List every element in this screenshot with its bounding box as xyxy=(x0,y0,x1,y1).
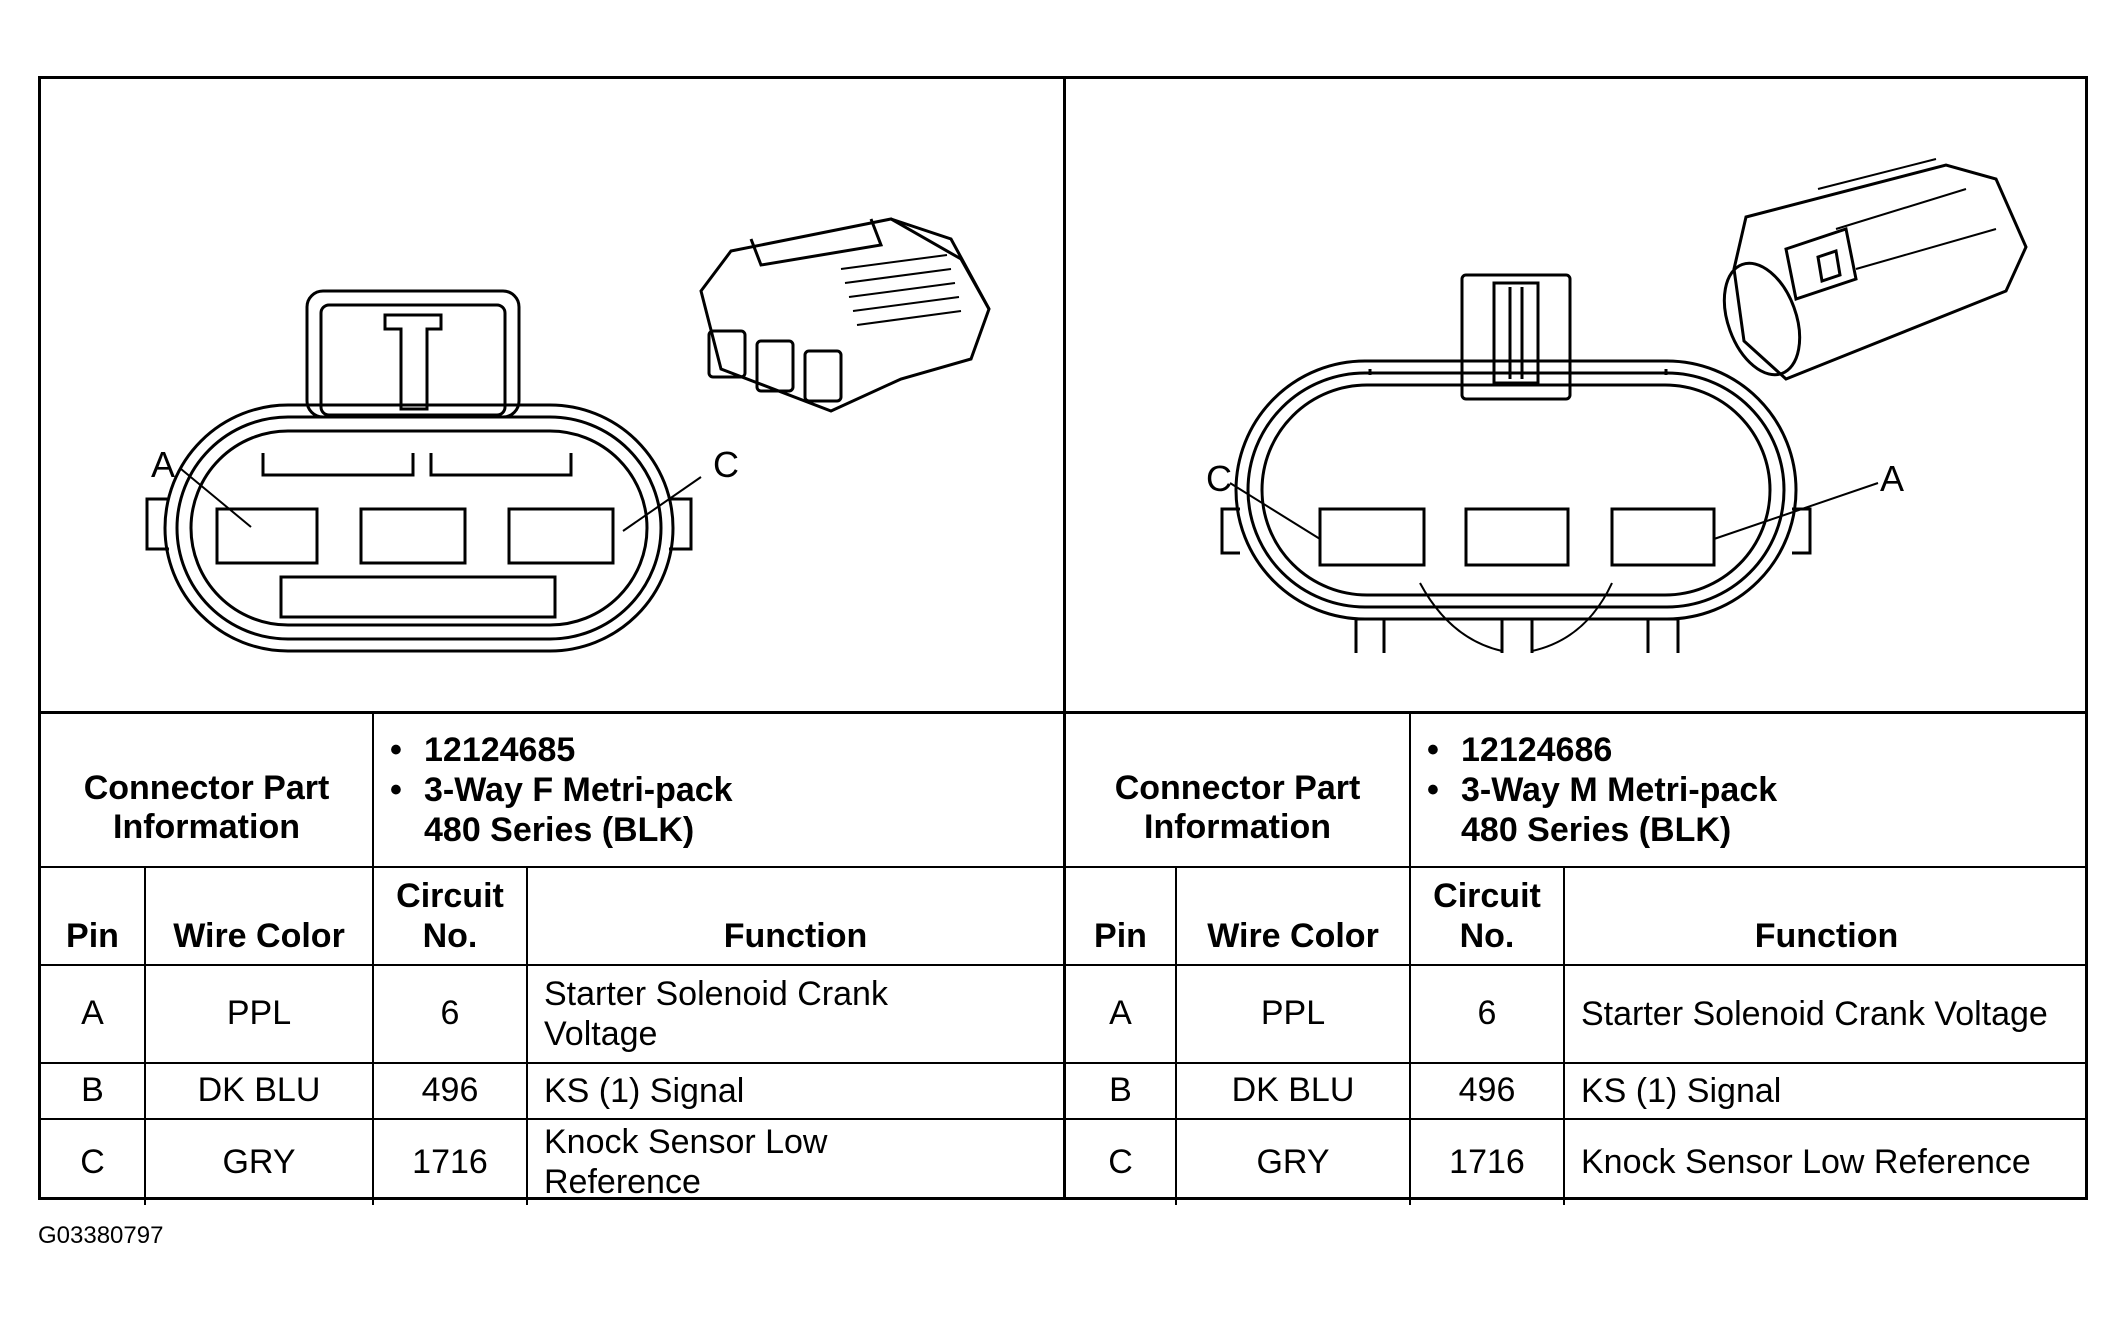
cavity-b xyxy=(1464,507,1570,567)
male-connector-face-drawing: C A xyxy=(1206,158,2028,653)
connector-inner-shell xyxy=(1260,383,1772,597)
connector-info-row: Connector Part Information • 12124686 • 3-… xyxy=(1066,711,2088,868)
wire-color-cell: GRY xyxy=(144,1117,374,1205)
wire-color-cell: PPL xyxy=(144,963,374,1064)
female-connector-face-drawing: A C xyxy=(145,217,991,653)
part-number: 12124686 xyxy=(1461,730,1613,769)
circuit-cell: 496 xyxy=(1409,1061,1565,1120)
cavity-c xyxy=(1318,507,1426,567)
top-keyway-right xyxy=(429,453,573,477)
part-description-line2: 480 Series (BLK) xyxy=(424,810,695,849)
header-pin: Pin xyxy=(41,865,146,966)
callout-leader-c xyxy=(622,476,702,532)
circuit-cell: 496 xyxy=(372,1061,528,1120)
table-row: B DK BLU 496 KS (1) Signal xyxy=(41,1061,1063,1120)
latch-tab xyxy=(1460,273,1572,401)
header-pin: Pin xyxy=(1066,865,1177,966)
bottom-key-2 xyxy=(1500,617,1534,653)
circuit-cell: 6 xyxy=(372,963,528,1064)
circuit-cell: 6 xyxy=(1409,963,1565,1064)
wire-color-cell: GRY xyxy=(1175,1117,1411,1205)
callout-label-c: C xyxy=(1206,458,1232,499)
male-connector-pin-table: Connector Part Information • 12124686 • 3-… xyxy=(1066,711,2088,1205)
function-cell: Starter Solenoid Crank Voltage xyxy=(1563,963,2088,1064)
table-row: A PPL 6 Starter Solenoid Crank Voltage xyxy=(1066,963,2088,1064)
latch-tab xyxy=(305,289,521,419)
male-connector-iso-icon xyxy=(1722,158,2028,381)
callout-label-c: C xyxy=(713,444,739,485)
pin-cell: C xyxy=(1066,1117,1177,1205)
header-function: Function xyxy=(526,865,1063,966)
callout-leader-a xyxy=(180,468,252,528)
connector-info-label-cell: Connector Part Information xyxy=(41,711,374,868)
connector-figure-frame: A C Connector Part Information xyxy=(38,76,2088,1205)
wire-color-cell: PPL xyxy=(1175,963,1411,1064)
bullet-icon: • xyxy=(1427,770,1439,809)
header-wire-color: Wire Color xyxy=(144,865,374,966)
function-cell: KS (1) Signal xyxy=(526,1061,1063,1120)
pin-cell: B xyxy=(41,1061,146,1120)
pin-cell: B xyxy=(1066,1061,1177,1120)
circuit-cell: 1716 xyxy=(1409,1117,1565,1205)
left-ear xyxy=(145,497,169,551)
bottom-key-3 xyxy=(1646,617,1680,653)
callout-label-a: A xyxy=(151,444,175,485)
callout-leader-a xyxy=(1713,482,1879,540)
table-row: C GRY 1716 Knock Sensor Low Reference xyxy=(1066,1117,2088,1205)
connector-info-label: Connector Part Information xyxy=(83,768,330,846)
part-number: 12124685 xyxy=(424,730,576,769)
top-keyway-left xyxy=(261,453,415,477)
cavity-a xyxy=(215,507,319,565)
connector-info-label-cell: Connector Part Information xyxy=(1066,711,1411,868)
part-description-line2: 480 Series (BLK) xyxy=(1461,810,1732,849)
cavity-b xyxy=(359,507,467,565)
pin-cell: C xyxy=(41,1117,146,1205)
bottom-key-1 xyxy=(1354,617,1386,653)
cavity-a xyxy=(1610,507,1716,567)
connector-info-label: Connector Part Information xyxy=(1114,768,1361,846)
right-ear xyxy=(669,497,693,551)
table-row: B DK BLU 496 KS (1) Signal xyxy=(1066,1061,2088,1120)
bullet-icon: • xyxy=(1427,730,1439,769)
function-cell: KS (1) Signal xyxy=(1563,1061,2088,1120)
bullet-icon: • xyxy=(390,770,402,809)
bullet-icon: • xyxy=(390,730,402,769)
function-cell: Knock Sensor Low Reference xyxy=(1563,1117,2088,1205)
latch-t-slot xyxy=(383,313,443,411)
header-function: Function xyxy=(1563,865,2088,966)
female-connector-panel: A C Connector Part Information xyxy=(41,79,1063,1205)
female-connector-iso-icon xyxy=(699,217,991,413)
callout-label-a: A xyxy=(1880,458,1904,499)
part-description-line1: 3-Way M Metri-pack xyxy=(1461,770,1778,809)
connector-inner-shell xyxy=(189,429,649,627)
pin-cell: A xyxy=(1066,963,1177,1064)
pin-cell: A xyxy=(41,963,146,1064)
connector-outer-shell xyxy=(163,403,675,653)
part-description-line1: 3-Way F Metri-pack xyxy=(424,770,733,809)
wire-color-cell: DK BLU xyxy=(144,1061,374,1120)
connector-info-row: Connector Part Information • 12124685 • 3-… xyxy=(41,711,1063,868)
wire-color-cell: DK BLU xyxy=(1175,1061,1411,1120)
callout-leader-c xyxy=(1229,482,1321,540)
figure-id: G03380797 xyxy=(38,1222,164,1249)
male-connector-panel: C A Connector Part Information • 12124686 xyxy=(1063,79,2088,1205)
cavity-c xyxy=(507,507,615,565)
circuit-cell: 1716 xyxy=(372,1117,528,1205)
bottom-key xyxy=(279,575,557,619)
header-wire-color: Wire Color xyxy=(1175,865,1411,966)
left-ear xyxy=(1220,507,1240,555)
female-connector-pin-table: Connector Part Information • 12124685 • 3-… xyxy=(41,711,1063,1205)
